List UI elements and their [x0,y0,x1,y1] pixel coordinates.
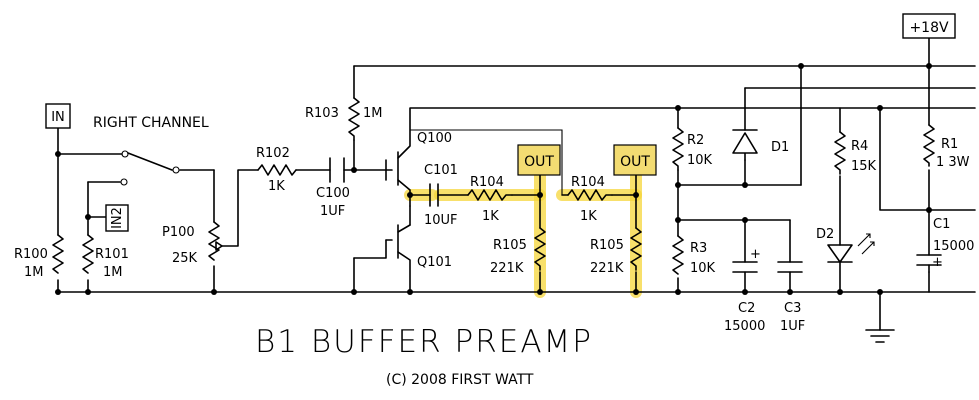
d2-symbol [827,244,853,263]
c101-ref: C101 [424,163,458,178]
svg-text:+: + [750,247,761,262]
r4-value: 15K [851,159,877,174]
r4-symbol [834,131,846,175]
capacitors: + + [329,157,943,273]
r105a-symbol [534,227,546,271]
r1-ref: R1 [941,137,958,152]
c100-ref: C100 [316,186,350,201]
p100-ref: P100 [162,225,195,240]
c3-ref: C3 [784,301,801,316]
c2-symbol [732,261,758,273]
out2-terminal-box [613,144,657,176]
c101-symbol [429,183,439,207]
supply-terminal-label: +18V [909,20,949,36]
r101-ref: R101 [95,247,129,262]
out1-terminal-box [517,144,561,176]
r1-value: 1 3W [936,155,970,170]
r105b-value: 221K [590,261,624,276]
r3-ref: R3 [690,241,707,256]
channel-label: RIGHT CHANNEL [93,115,209,131]
r104b-ref: R104 [571,175,605,190]
c3-symbol [777,261,803,273]
resistors [52,97,935,275]
r101-symbol [82,234,94,274]
r103-symbol [348,97,360,141]
r103-ref: R103 [305,106,339,121]
r105a-value: 221K [490,261,524,276]
r102-ref: R102 [256,146,290,161]
r105b-ref: R105 [590,238,624,253]
d1-ref: D1 [771,140,789,155]
out2-terminal-label: OUT [620,154,650,170]
r104b-value: 1K [580,209,597,224]
d2-ref: D2 [816,227,834,242]
copyright-text: (C) 2008 FIRST WATT [386,372,534,388]
r104a-ref: R104 [470,175,504,190]
r100-value: 1M [24,265,44,280]
r105a-ref: R105 [493,238,527,253]
r2-value: 10K [687,153,713,168]
c101-value: 10UF [424,213,458,228]
in-terminal-box [45,103,71,129]
r102-value: 1K [268,179,285,194]
d1-symbol [732,129,758,161]
c2-ref: C2 [738,301,755,316]
r100-symbol [52,234,64,274]
r3-value: 10K [690,261,716,276]
r104a-value: 1K [482,209,499,224]
c100-symbol [329,157,345,183]
r3-symbol [672,235,684,275]
r2-ref: R2 [687,133,704,148]
r1-symbol [923,124,935,167]
r104b-symbol [567,189,613,201]
out1-terminal-label: OUT [524,154,554,170]
in-terminal-label: IN [51,110,65,125]
r102-symbol [257,164,297,176]
svg-text:+: + [932,255,943,270]
c2-value: 15000 [724,319,765,334]
r101-value: 1M [103,265,123,280]
r100-ref: R100 [14,247,48,262]
c1-value: 15000 [933,239,974,254]
c100-value: 1UF [320,204,345,219]
r4-ref: R4 [851,139,868,154]
p100-symbol [208,221,220,261]
in2-terminal-label: IN2 [110,207,125,229]
component-labels: RIGHT CHANNEL R100 1M R101 1M P100 25K R… [14,106,974,334]
supply-terminal-box [902,13,956,39]
r2-symbol [672,127,684,171]
r103-value: 1M [363,106,383,121]
in2-terminal-box [105,204,129,232]
q100-ref: Q100 [417,131,452,146]
q101-ref: Q101 [417,255,452,270]
r104a-symbol [467,189,513,201]
c3-value: 1UF [780,319,805,334]
diodes [732,129,875,263]
r105b-symbol [630,227,642,271]
p100-value: 25K [172,251,198,266]
c1-ref: C1 [933,217,950,232]
junctions [55,63,932,295]
page-title: B1 BUFFER PREAMP [255,324,593,360]
terminals: IN IN2 +18V OUT OUT [45,13,956,232]
